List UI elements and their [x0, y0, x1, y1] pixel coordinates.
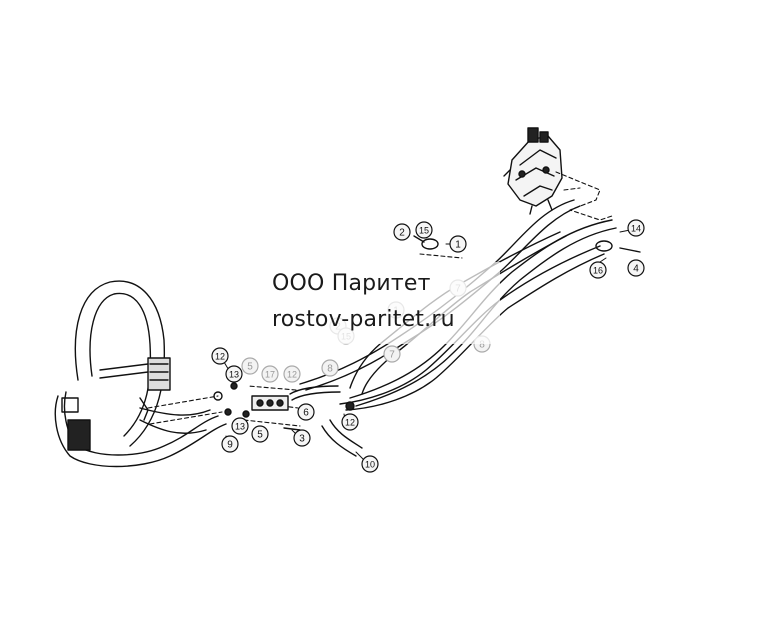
callout-circle — [225, 365, 243, 383]
hardware — [213, 235, 641, 431]
callout-circle — [383, 345, 401, 363]
callout-number: 17 — [265, 370, 275, 380]
callout-c-2a: 2 — [393, 223, 411, 241]
callout-circle — [341, 413, 359, 431]
callout-circle — [293, 429, 311, 447]
callout-number: 16 — [593, 266, 603, 276]
control-valve — [503, 127, 563, 215]
boom-frame — [54, 280, 227, 468]
manifold-block — [99, 357, 171, 421]
callout-number: 12 — [345, 418, 355, 428]
callout-circle — [627, 259, 645, 277]
callout-number: 8 — [479, 340, 485, 351]
callout-number: 12 — [215, 352, 225, 362]
callout-number: 13 — [229, 370, 239, 380]
callout-number: 7 — [389, 350, 395, 361]
callout-c-5b: 5 — [251, 425, 269, 443]
callout-c-6: 6 — [297, 403, 315, 421]
callout-circle — [449, 235, 467, 253]
hose-12 — [289, 385, 341, 401]
callout-circle — [241, 357, 259, 375]
callout-c-9: 9 — [221, 435, 239, 453]
callout-number: 15 — [419, 226, 429, 236]
callout-c-17: 17 — [261, 365, 279, 383]
callout-number: 13 — [235, 422, 245, 432]
callout-c-1a: 1 — [449, 235, 467, 253]
callout-circle — [321, 359, 339, 377]
callout-c-7b: 7 — [383, 345, 401, 363]
callout-c-12c: 12 — [341, 413, 359, 431]
callout-number: 5 — [247, 362, 253, 373]
callout-number: 2 — [399, 228, 405, 239]
watermark-company: ООО Паритет — [272, 271, 431, 296]
callout-circle — [231, 417, 249, 435]
callout-number: 10 — [365, 460, 375, 470]
callout-c-12a: 12 — [211, 347, 229, 365]
callout-circle — [221, 435, 239, 453]
callout-circle — [251, 425, 269, 443]
callout-number: 14 — [631, 224, 641, 234]
watermark-backdrop — [262, 262, 500, 344]
hose-10 — [321, 419, 363, 457]
callout-circle — [283, 365, 301, 383]
callout-circle — [297, 403, 315, 421]
callout-circle — [211, 347, 229, 365]
callout-circle — [589, 261, 607, 279]
callout-layer: 215114164712157881251317126135931210 — [211, 219, 645, 473]
callout-number: 8 — [327, 364, 333, 375]
callout-circle — [261, 365, 279, 383]
callout-circle — [361, 455, 379, 473]
callout-c-14: 14 — [627, 219, 645, 237]
callout-c-15: 15 — [415, 221, 433, 239]
callout-c-10: 10 — [361, 455, 379, 473]
callout-circle — [393, 223, 411, 241]
callout-c-3: 3 — [293, 429, 311, 447]
callout-number: 6 — [303, 408, 309, 419]
callout-circle — [415, 221, 433, 239]
callout-number: 4 — [633, 264, 639, 275]
callout-c-13a: 13 — [225, 365, 243, 383]
callout-c-8a: 8 — [321, 359, 339, 377]
watermark-site: rostov-paritet.ru — [272, 307, 455, 332]
callout-number: 5 — [257, 430, 263, 441]
callout-c-12b: 12 — [283, 365, 301, 383]
callout-c-13b: 13 — [231, 417, 249, 435]
callout-c-16: 16 — [589, 261, 607, 279]
callout-c-4: 4 — [627, 259, 645, 277]
callout-number: 3 — [299, 434, 305, 445]
fitting-block — [251, 395, 289, 411]
callout-number: 9 — [227, 440, 233, 451]
callout-circle — [627, 219, 645, 237]
callout-number: 1 — [455, 240, 461, 251]
callout-c-5a: 5 — [241, 357, 259, 375]
callout-number: 12 — [287, 370, 297, 380]
